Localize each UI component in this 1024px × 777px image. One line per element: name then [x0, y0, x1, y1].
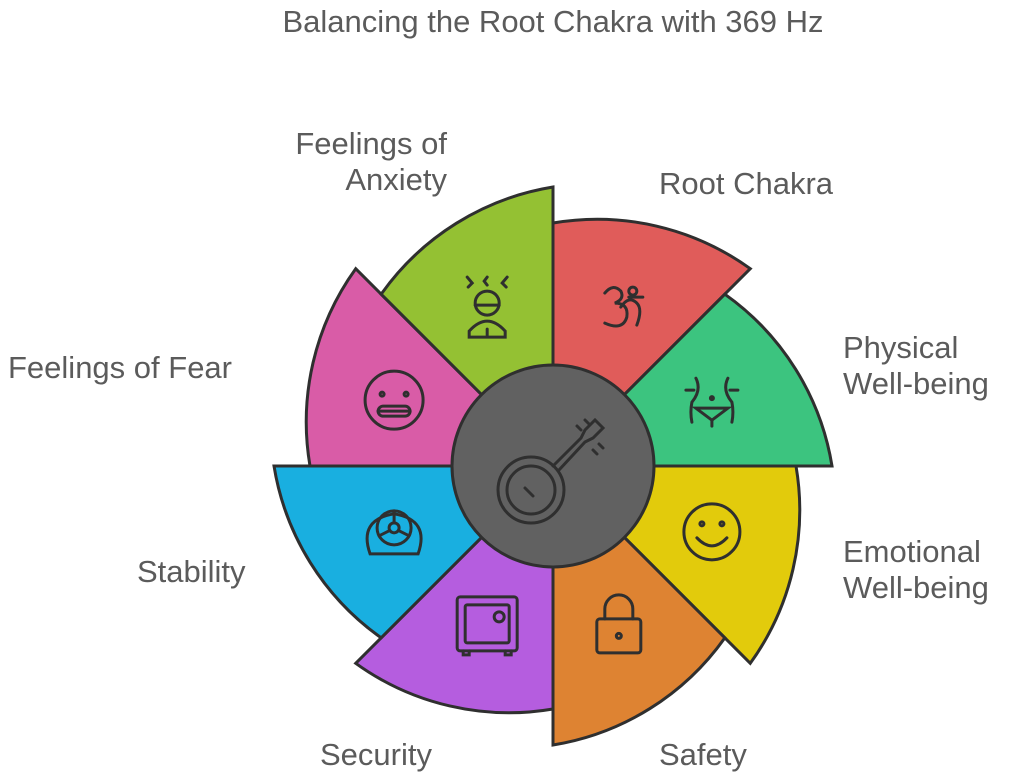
label-security: Security [320, 737, 432, 772]
stressed-person-icon [465, 275, 509, 339]
label-feelings-of-fear: Feelings of Fear [8, 350, 232, 385]
diagram-title: Balancing the Root Chakra with 369 Hz [282, 4, 824, 39]
wheel-icon [365, 509, 423, 556]
banjo-icon [496, 417, 606, 525]
lock-icon [595, 593, 643, 655]
grimace-icon [363, 369, 425, 431]
label-root-chakra: Root Chakra [659, 166, 834, 201]
label-safety: Safety [659, 737, 747, 772]
waist-icon [684, 376, 740, 428]
smile-icon [682, 502, 742, 562]
om-icon [603, 285, 645, 328]
label-stability: Stability [137, 554, 246, 589]
safe-icon [455, 595, 519, 657]
